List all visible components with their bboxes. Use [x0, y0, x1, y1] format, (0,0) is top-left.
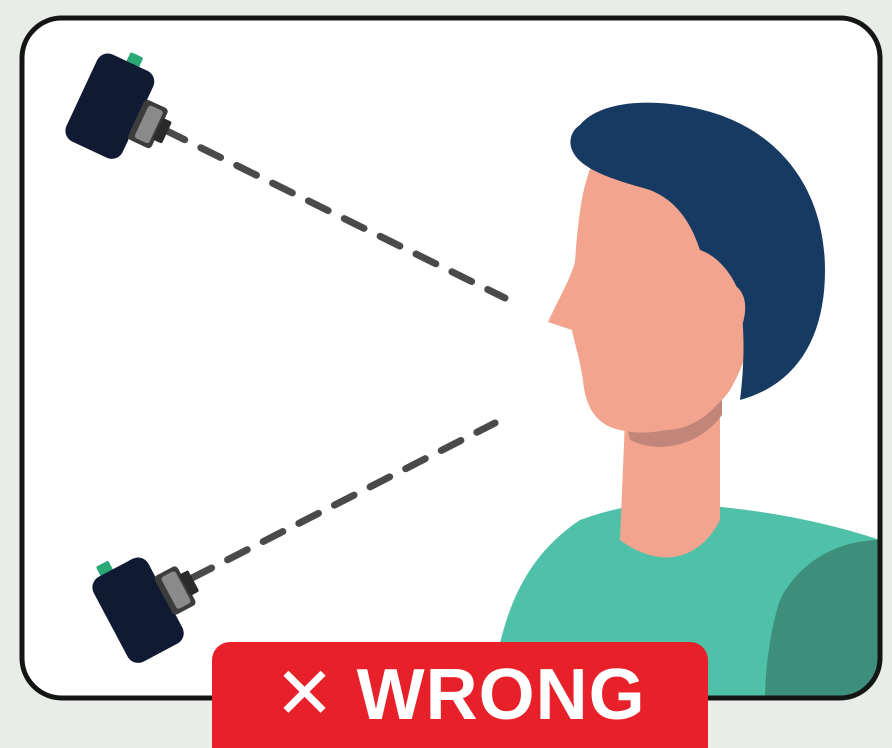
wrong-badge: ✕ WRONG [212, 642, 708, 748]
badge-label: WRONG [357, 659, 646, 731]
close-icon: ✕ [274, 657, 334, 729]
